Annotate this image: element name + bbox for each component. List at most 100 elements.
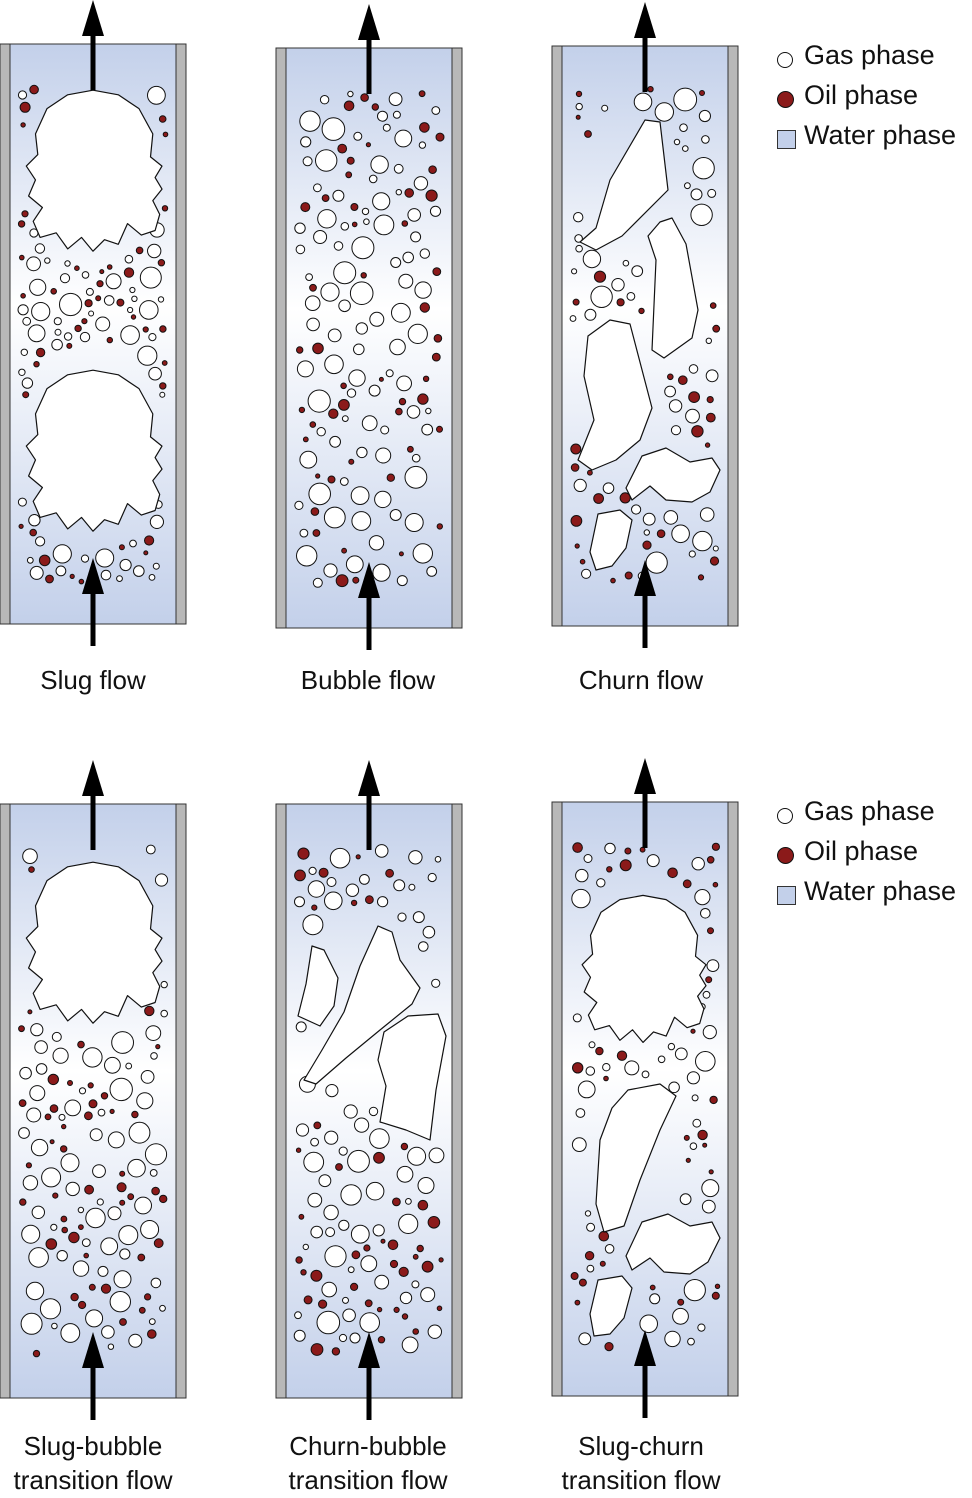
oil-droplet-icon bbox=[777, 91, 794, 108]
gas-bubble bbox=[139, 300, 159, 320]
gas-bubble bbox=[295, 244, 306, 255]
oil-droplet bbox=[364, 1299, 373, 1308]
oil-droplet bbox=[297, 847, 310, 860]
gas-pocket bbox=[577, 319, 653, 471]
gas-bubble bbox=[20, 348, 28, 356]
pipe-panel bbox=[0, 760, 187, 1420]
gas-bubble bbox=[58, 1113, 66, 1121]
gas-pocket bbox=[579, 119, 669, 251]
gas-bubble bbox=[316, 1310, 341, 1335]
pipe-panel bbox=[275, 4, 463, 650]
gas-bubble bbox=[64, 260, 71, 267]
oil-droplet bbox=[155, 1044, 161, 1050]
oil-droplet bbox=[87, 1082, 94, 1089]
oil-droplet bbox=[300, 202, 311, 213]
gas-pocket bbox=[647, 217, 699, 359]
gas-bubble bbox=[418, 941, 429, 952]
oil-droplet bbox=[343, 100, 355, 112]
gas-bubble bbox=[100, 569, 112, 581]
gas-bubble bbox=[694, 889, 711, 906]
gas-pocket bbox=[25, 369, 163, 532]
gas-bubble bbox=[327, 328, 342, 343]
gas-bubble bbox=[340, 1184, 362, 1206]
gas-bubble bbox=[152, 562, 160, 570]
gas-bubble bbox=[323, 1204, 339, 1221]
gas-bubble bbox=[672, 1307, 689, 1325]
oil-droplet bbox=[29, 84, 39, 95]
oil-droplet bbox=[584, 1251, 595, 1261]
flow-arrow-out-head bbox=[358, 760, 380, 796]
gas-bubble bbox=[351, 511, 372, 531]
oil-droplet bbox=[360, 93, 369, 102]
gas-bubble bbox=[26, 556, 34, 564]
oil-droplet bbox=[151, 1186, 160, 1196]
oil-droplet bbox=[351, 1250, 361, 1260]
oil-droplet bbox=[428, 165, 437, 174]
gas-bubble bbox=[349, 281, 374, 306]
gas-bubble bbox=[399, 1291, 413, 1305]
oil-droplet bbox=[624, 847, 632, 855]
gas-bubble bbox=[50, 1223, 58, 1231]
oil-droplet bbox=[69, 573, 75, 580]
caption-slug-flow: Slug flow bbox=[0, 663, 213, 697]
gas-bubble bbox=[585, 1066, 596, 1076]
gas-bubble bbox=[370, 155, 389, 174]
gas-bubble bbox=[63, 332, 73, 341]
oil-droplet bbox=[380, 1238, 386, 1244]
gas-bubble bbox=[408, 883, 416, 891]
pipe-wall-left bbox=[551, 45, 563, 627]
gas-bubble bbox=[140, 1070, 155, 1084]
gas-bubble bbox=[305, 273, 314, 282]
oil-droplet bbox=[345, 171, 353, 179]
gas-bubble bbox=[671, 524, 690, 544]
gas-bubble bbox=[20, 1312, 43, 1335]
oil-droplet bbox=[310, 507, 320, 516]
gas-bubble bbox=[382, 123, 391, 132]
pipe-wall-right bbox=[175, 43, 187, 625]
gas-bubble bbox=[125, 1062, 133, 1070]
gas-bubble bbox=[104, 1056, 121, 1074]
oil-droplet bbox=[83, 1252, 89, 1259]
oil-droplet bbox=[61, 1123, 67, 1130]
oil-droplet bbox=[116, 298, 125, 307]
oil-droplet bbox=[656, 529, 666, 539]
gas-bubble bbox=[377, 110, 388, 122]
gas-bubble bbox=[578, 1332, 592, 1346]
oil-droplet bbox=[712, 324, 721, 333]
oil-droplet bbox=[159, 382, 167, 390]
gas-bubble bbox=[573, 212, 584, 223]
flow-arrow-out-head bbox=[634, 758, 656, 794]
gas-bubble bbox=[25, 1281, 45, 1301]
oil-droplet bbox=[419, 302, 430, 313]
gas-bubble bbox=[128, 1333, 143, 1348]
oil-droplet bbox=[711, 1291, 720, 1300]
legend-oil-label: Oil phase bbox=[804, 836, 919, 866]
gas-bubble bbox=[324, 1130, 339, 1145]
gas-bubble bbox=[374, 844, 389, 858]
gas-bubble bbox=[581, 568, 592, 579]
gas-bubble bbox=[575, 244, 583, 253]
gas-bubble bbox=[401, 1336, 419, 1354]
gas-bubble bbox=[574, 234, 583, 243]
gas-bubble bbox=[692, 530, 713, 552]
gas-bubble bbox=[338, 299, 351, 313]
gas-bubble bbox=[407, 323, 428, 344]
caption-churn-flow: Churn flow bbox=[521, 663, 761, 697]
oil-droplet bbox=[119, 1170, 126, 1177]
gas-bubble bbox=[674, 1047, 688, 1061]
oil-droplet bbox=[709, 1095, 718, 1105]
oil-droplet bbox=[350, 899, 358, 907]
caption-line: transition flow bbox=[561, 1465, 721, 1495]
gas-bubble bbox=[293, 1329, 306, 1342]
gas-bubble bbox=[611, 278, 625, 292]
gas-bubble bbox=[601, 104, 609, 112]
oil-droplet bbox=[298, 1213, 305, 1220]
gas-bubble bbox=[339, 477, 349, 486]
oil-droplet bbox=[714, 1283, 721, 1290]
legend-gas-label: Gas phase bbox=[804, 40, 935, 70]
gas-bubble bbox=[405, 1198, 412, 1205]
caption-line: transition flow bbox=[288, 1465, 448, 1495]
gas-bubble bbox=[107, 1343, 115, 1350]
gas-pocket bbox=[303, 925, 421, 1085]
